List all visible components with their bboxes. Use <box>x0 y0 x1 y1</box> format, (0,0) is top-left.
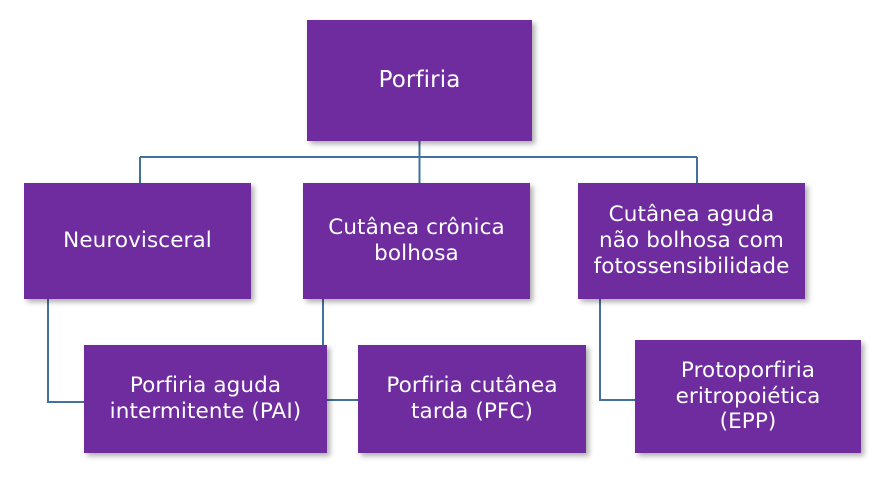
connector-neurovisceral-to-pai <box>46 299 85 404</box>
node-porfiria[interactable]: Porfiria <box>307 20 532 141</box>
node-protoporfiria-eritropoietica[interactable]: Protoporfiria eritropoiética (EPP) <box>635 340 861 453</box>
connector-aguda-to-epp <box>598 299 636 402</box>
node-porfiria-cutanea-tarda[interactable]: Porfiria cutânea tarda (PFC) <box>358 345 586 453</box>
node-neurovisceral-label: Neurovisceral <box>63 228 212 254</box>
node-porfiria-label: Porfiria <box>378 66 461 93</box>
node-cutanea-cronica-bolhosa-label: Cutânea crônica bolhosa <box>328 215 505 266</box>
node-neurovisceral[interactable]: Neurovisceral <box>24 183 251 299</box>
node-cutanea-aguda-nao-bolhosa-label: Cutânea aguda não bolhosa com fotossensi… <box>593 202 790 279</box>
node-porfiria-aguda-intermitente[interactable]: Porfiria aguda intermitente (PAI) <box>84 345 327 453</box>
node-cutanea-cronica-bolhosa[interactable]: Cutânea crônica bolhosa <box>303 183 530 299</box>
connector-cronica-to-pfc <box>321 299 359 402</box>
node-porfiria-aguda-intermitente-label: Porfiria aguda intermitente (PAI) <box>109 373 302 424</box>
node-porfiria-cutanea-tarda-label: Porfiria cutânea tarda (PFC) <box>386 373 558 424</box>
node-cutanea-aguda-nao-bolhosa[interactable]: Cutânea aguda não bolhosa com fotossensi… <box>578 183 805 299</box>
node-protoporfiria-eritropoietica-label: Protoporfiria eritropoiética (EPP) <box>675 357 821 435</box>
